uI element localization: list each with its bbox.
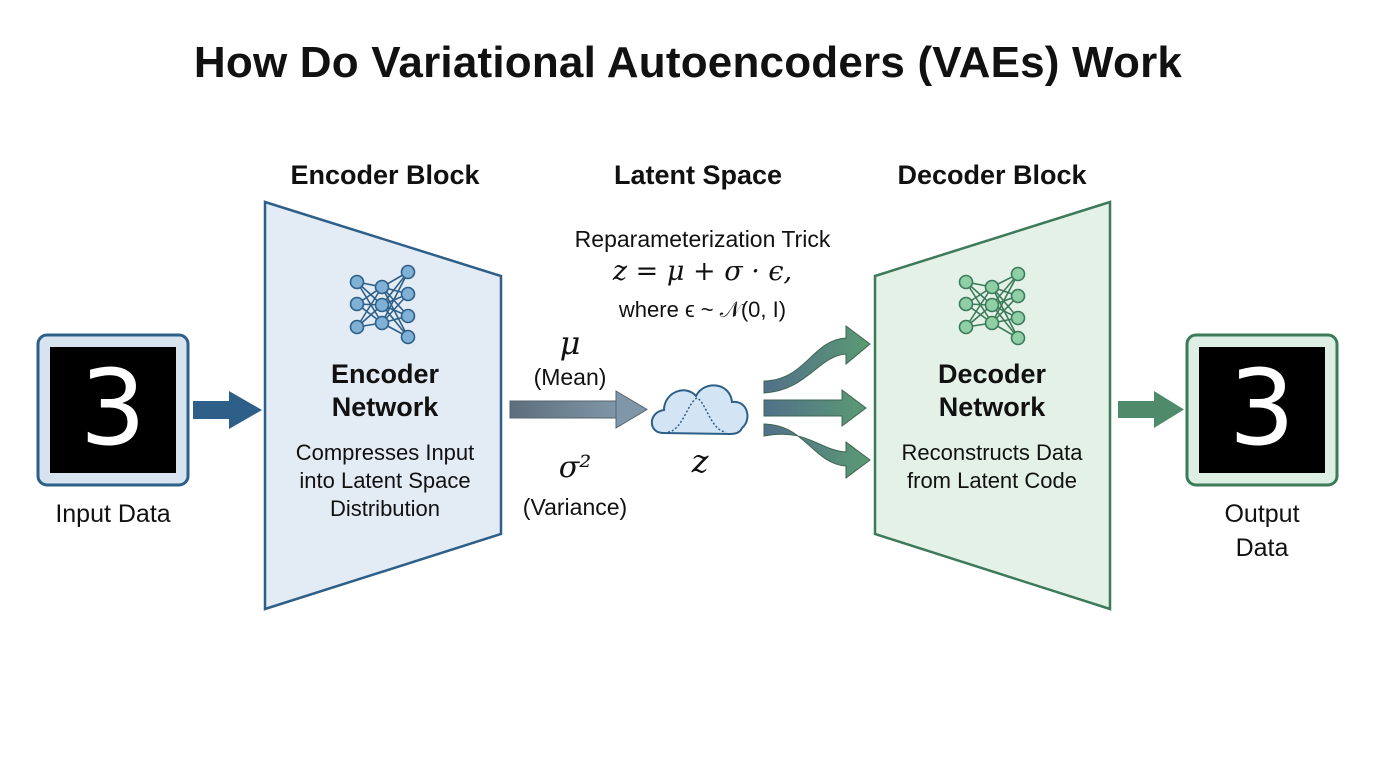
decoder-block-heading: Decoder Block [897,160,1087,190]
encoder-description: Compresses Input into Latent Space Distr… [270,439,500,523]
encoder-block-heading: Encoder Block [290,160,480,190]
encoder-desc-line1: Compresses Input [295,440,475,465]
mean-label: (Mean) [533,364,607,390]
decoder-network-title: Decoder Network [892,358,1092,424]
z-symbol: z [691,442,709,480]
output-label-line1: Output [1224,500,1300,528]
page-title: How Do Variational Autoencoders (VAEs) W… [193,38,1183,87]
reparameterization-title: Reparameterization Trick [574,226,831,252]
latent-space-heading: Latent Space [613,160,783,190]
encoder-network-title: Encoder Network [285,358,485,424]
encoder-block-shape [263,200,503,611]
output-label-line2: Data [1235,534,1289,562]
encoder-desc-line3: Distribution [329,496,441,521]
mu-symbol: μ [559,324,581,362]
input-arrow [193,391,262,429]
decoder-desc-line2: from Latent Code [907,468,1077,493]
decoder-desc-line1: Reconstructs Data [901,440,1083,465]
encoder-title-line1: Encoder [330,359,440,389]
input-image-frame [36,333,190,487]
decoder-title-line2: Network [938,392,1046,422]
input-digit: 3 [79,347,147,469]
decoder-arrows [763,325,871,479]
encoder-desc-line2: into Latent Space [299,468,471,493]
output-data-label: Output Data [1170,497,1354,565]
decoder-network-icon [958,266,1026,346]
decoder-description: Reconstructs Data from Latent Code [877,439,1107,495]
sigma-symbol: σ² [558,450,592,485]
input-data-label: Input Data [55,500,171,528]
encoder-network-icon [349,264,416,345]
variance-label: (Variance) [522,494,628,520]
output-arrow [1118,391,1184,428]
output-digit: 3 [1228,347,1296,469]
latent-cloud-icon [650,384,749,436]
reparameterization-condition: where ϵ ~ 𝒩(0, I) [618,297,787,322]
decoder-title-line1: Decoder [937,359,1047,389]
latent-arrow [509,390,648,429]
reparameterization-equation: z = μ + σ · ϵ, [612,256,793,287]
output-image-frame [1185,333,1339,487]
encoder-title-line2: Network [331,392,439,422]
decoder-block-shape [873,200,1112,611]
